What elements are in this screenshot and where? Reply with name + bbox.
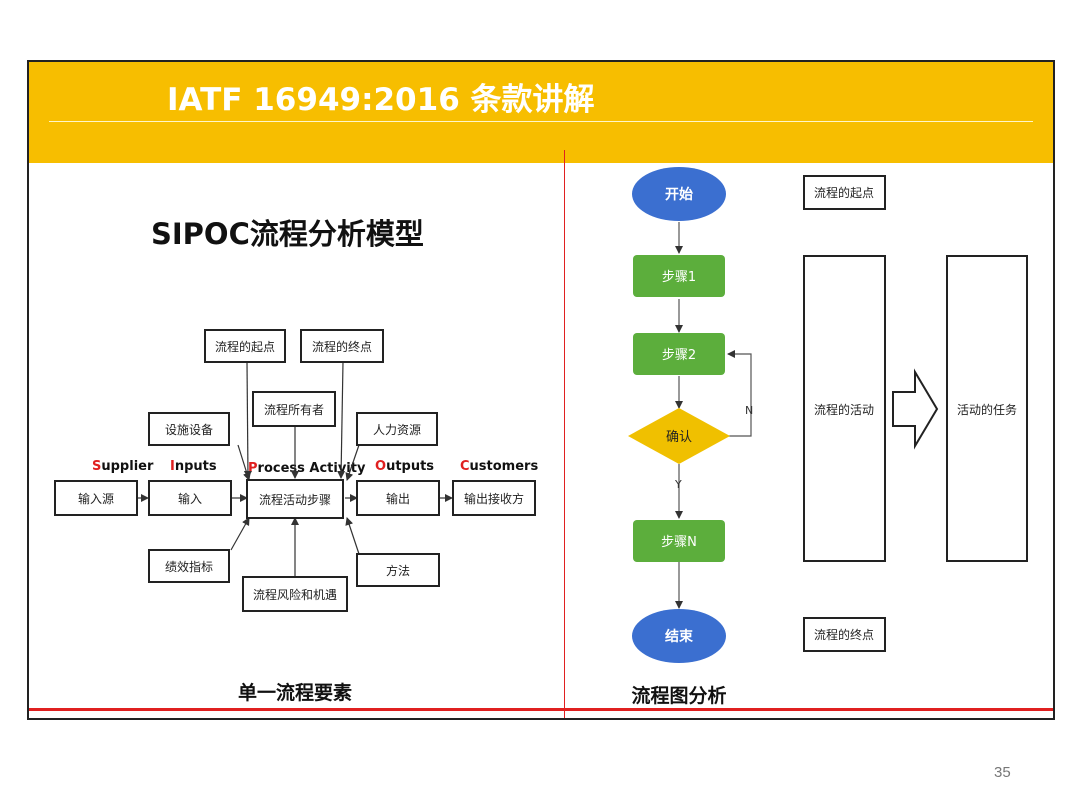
confirm-label: 确认 <box>666 430 692 445</box>
right-caption: 流程图分析 <box>631 684 726 707</box>
output-receiver-label: 输出接收方 <box>464 491 524 506</box>
human-resources-label: 人力资源 <box>373 423 421 437</box>
page-number: 35 <box>994 764 1011 781</box>
step1-box <box>633 255 725 297</box>
owner-box <box>252 391 336 427</box>
task-box <box>946 255 1028 562</box>
facilities-box <box>148 412 230 446</box>
diagram-canvas: SIPOC流程分析模型 Supplier Inputs Process Acti… <box>54 167 1028 707</box>
facilities-label: 设施设备 <box>165 423 213 437</box>
kpi-box <box>148 549 230 583</box>
human-resources-box <box>356 412 438 446</box>
output-receiver-box <box>452 480 536 516</box>
left-caption: 单一流程要素 <box>238 681 352 704</box>
yes-branch-label: Y <box>674 478 682 491</box>
header-bar: IATF 16949:2016 条款讲解 <box>29 62 1053 163</box>
start-point-box <box>204 329 286 363</box>
customers-header: Customers <box>460 459 538 474</box>
start-note-label: 流程的起点 <box>814 185 874 200</box>
output-label: 输出 <box>386 491 410 506</box>
end-terminal-label: 结束 <box>665 628 694 645</box>
method-box <box>356 553 440 587</box>
activity-steps-box <box>246 479 344 519</box>
sipoc-connectors <box>138 361 453 577</box>
slide-frame: IATF 16949:2016 条款讲解 SIPOC流程分析模型 Supplie… <box>27 60 1055 720</box>
input-source-box <box>54 480 138 516</box>
start-terminal-label: 开始 <box>665 186 693 203</box>
task-label: 活动的任务 <box>957 402 1017 417</box>
activity-steps-label: 流程活动步骤 <box>259 492 331 507</box>
end-point-label: 流程的终点 <box>312 339 372 354</box>
stepN-label: 步骤N <box>661 535 697 550</box>
end-note-label: 流程的终点 <box>814 627 874 642</box>
input-box <box>148 480 232 516</box>
confirm-decision <box>628 408 730 464</box>
end-note-box <box>803 617 886 652</box>
step2-label: 步骤2 <box>662 348 696 363</box>
center-divider <box>564 150 565 718</box>
risk-opportunity-label: 流程风险和机遇 <box>253 587 337 602</box>
process-activity-header: Process Activity <box>248 461 366 476</box>
input-source-label: 输入源 <box>78 491 114 506</box>
step2-box <box>633 333 725 375</box>
inputs-header: Inputs <box>170 459 217 474</box>
flow-connectors <box>675 222 752 609</box>
right-arrow-icon <box>892 368 939 450</box>
outputs-header: Outputs <box>375 459 434 474</box>
start-point-label: 流程的起点 <box>215 339 275 354</box>
step1-label: 步骤1 <box>662 270 696 285</box>
method-label: 方法 <box>386 563 410 578</box>
output-box <box>356 480 440 516</box>
start-note-box <box>803 175 886 210</box>
slide-title: IATF 16949:2016 条款讲解 <box>167 82 595 118</box>
stepN-box <box>633 520 725 562</box>
supplier-header: Supplier <box>92 459 154 474</box>
activity-box <box>803 255 886 562</box>
header-rule <box>49 121 1033 122</box>
risk-opportunity-box <box>242 576 348 612</box>
no-branch-label: N <box>745 404 753 417</box>
input-label: 输入 <box>178 491 202 506</box>
end-point-box <box>300 329 384 363</box>
activity-label: 流程的活动 <box>814 402 874 417</box>
kpi-label: 绩效指标 <box>165 559 213 574</box>
sipoc-title: SIPOC流程分析模型 <box>151 217 424 251</box>
owner-label: 流程所有者 <box>264 402 324 417</box>
bottom-rule <box>29 708 1053 711</box>
start-terminal <box>632 167 726 221</box>
end-terminal <box>632 609 726 663</box>
